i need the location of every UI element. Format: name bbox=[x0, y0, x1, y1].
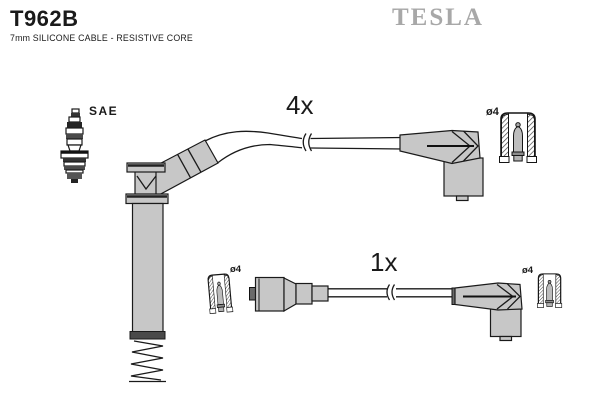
brand-logo: TESLA bbox=[392, 4, 484, 31]
elbow-boot-1x bbox=[451, 282, 523, 342]
cable-break-icon bbox=[386, 284, 396, 301]
terminal-diameter-label-bottom-right: ø4 bbox=[522, 265, 534, 276]
plug-boot-4x bbox=[125, 139, 219, 383]
spark-plug-standard-label: SAE bbox=[89, 104, 119, 118]
terminal-diameter-label-bottom-left: ø4 bbox=[230, 264, 242, 275]
terminal-socket-cross-section-icon-top bbox=[498, 112, 538, 164]
distributor-boot-4x bbox=[399, 129, 484, 202]
spark-plug-icon bbox=[60, 108, 89, 183]
page-title: T962B bbox=[10, 6, 79, 31]
cable-1x bbox=[328, 284, 456, 301]
cable-break-icon bbox=[302, 133, 313, 152]
straight-boot-1x bbox=[249, 276, 329, 313]
page-subtitle: 7mm SILICONE CABLE - RESISTIVE CORE bbox=[10, 33, 193, 43]
spring-terminal-icon bbox=[129, 340, 166, 383]
bottom-cable-quantity-label: 1x bbox=[370, 247, 398, 277]
cable-4x bbox=[204, 130, 404, 164]
terminal-diameter-label-top-right: ø4 bbox=[486, 106, 499, 118]
top-cable-quantity-label: 4x bbox=[286, 90, 314, 120]
terminal-socket-cross-section-icon-bottom-left bbox=[206, 273, 234, 315]
terminal-socket-cross-section-icon-bottom-right bbox=[536, 273, 563, 309]
